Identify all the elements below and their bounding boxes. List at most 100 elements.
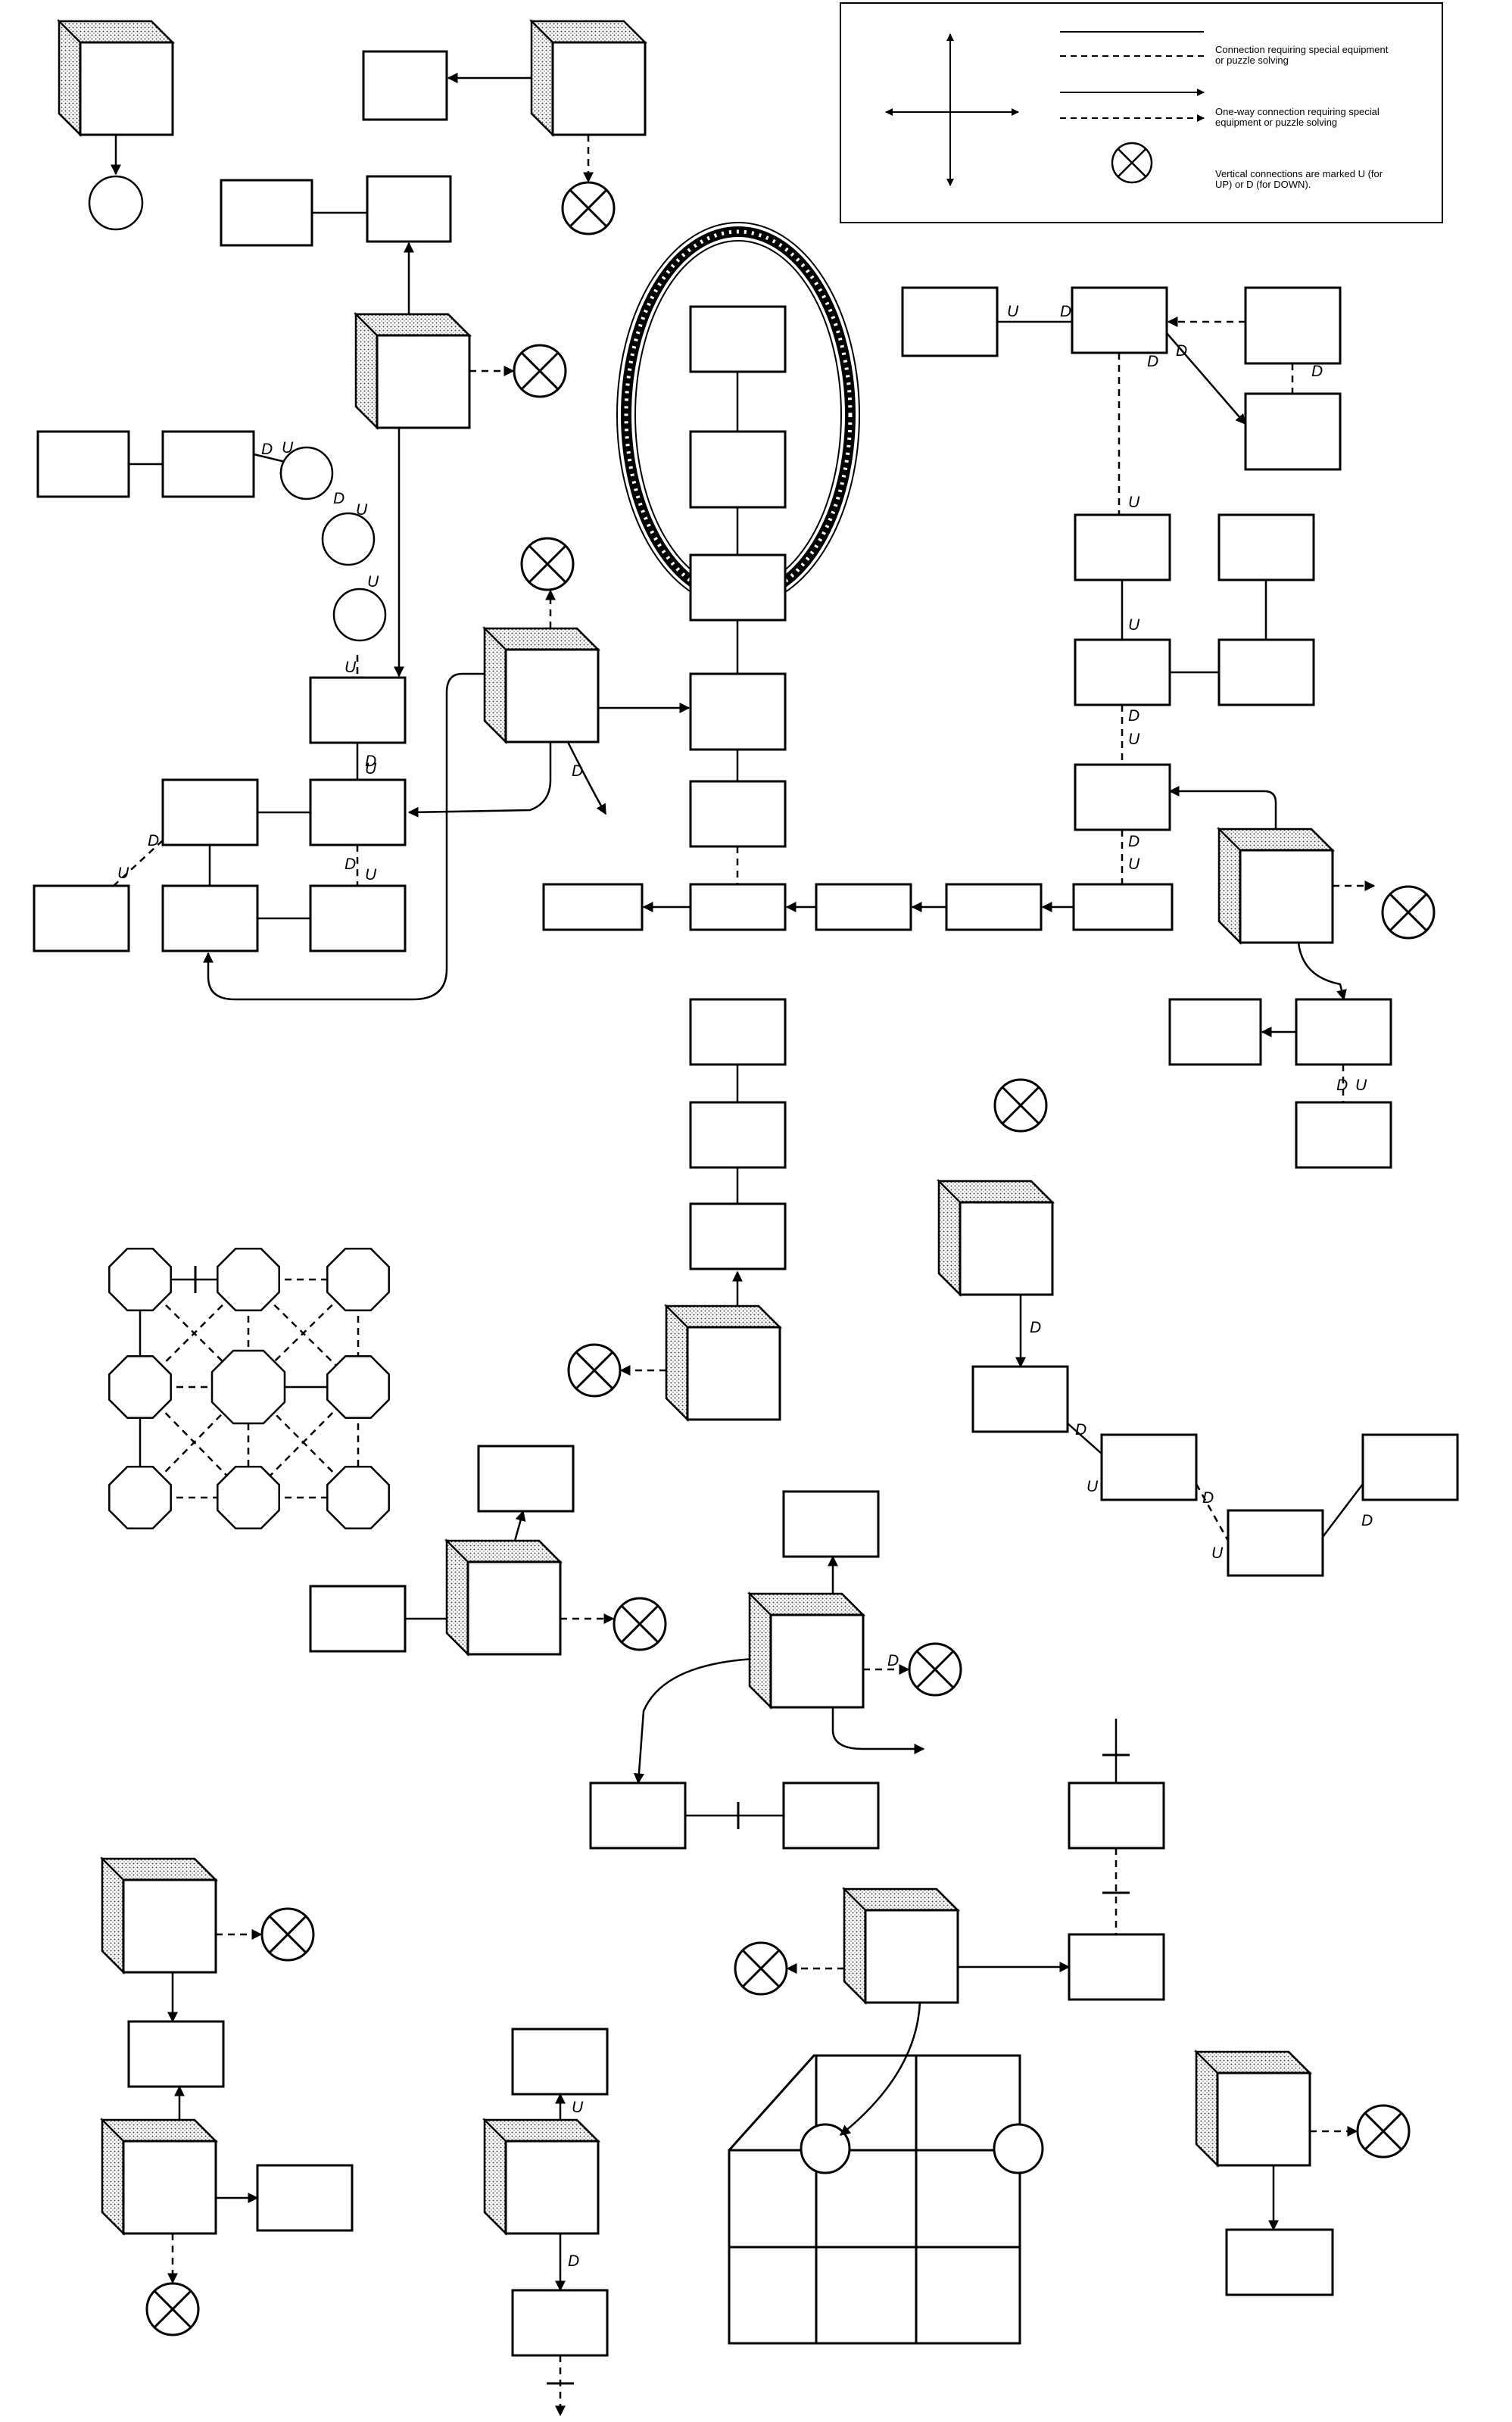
vertical-marker: U [1128,616,1140,634]
room-box [221,180,312,245]
vertical-marker: U [365,866,377,884]
magic-exit-icon [522,538,573,590]
vertical-marker: U [117,865,129,882]
vertical-marker: U [367,573,379,591]
room-box [691,1204,785,1269]
cube-face [80,42,173,135]
vertical-marker: U [1355,1077,1367,1094]
magic-exit-legend-icon [1112,143,1152,182]
room-box [479,1446,573,1511]
octagonal-room-center [212,1351,285,1423]
magic-exit-icon [262,1909,313,1960]
magic-exit-icon [614,1598,666,1650]
cube-side [532,21,553,135]
vertical-marker: U [282,439,294,457]
green-eyed-rock [801,2124,850,2173]
rooms [0,0,1457,2355]
room-box [691,884,785,930]
room-box [816,884,911,930]
vertical-marker: D [572,762,583,780]
unknown-exit [89,176,142,229]
cube-side [102,1859,123,1972]
octagonal-room-nw [109,1248,170,1310]
vertical-marker: D [1336,1077,1348,1094]
plain-outline [729,2056,1020,2343]
octagonal-room-w [109,1356,170,1417]
vertical-marker: D [1176,342,1187,360]
magic-exit-icon [569,1345,620,1396]
room-ruins-room-2 [0,0,607,2094]
vertical-marker: U [1211,1545,1224,1562]
cube-side [1219,829,1240,943]
cube-side [750,1594,771,1707]
room-box [129,2021,223,2087]
vertical-marker: U [1007,303,1019,320]
room-soft-room [0,0,216,1972]
room-box [38,432,129,497]
room-box [513,2290,607,2355]
room-box [973,1367,1068,1432]
room-box [691,999,785,1064]
magic-exit-icon [514,345,566,397]
room-box [1219,515,1314,580]
room-box [1075,765,1170,830]
cube-side [447,1541,468,1654]
connection [833,1707,924,1749]
vertical-marker: D [344,856,356,873]
vertical-marker: D [148,832,159,849]
cube-face [377,335,469,428]
room-box [1072,288,1167,353]
magic-exit-icon [1383,887,1434,938]
vertical-marker: D [1147,353,1158,370]
vertical-marker: U [365,760,377,778]
vertical-marker: U [572,2099,584,2116]
cube-face [123,2141,216,2233]
cube-side [59,21,80,135]
room-box [367,176,450,242]
cube-face [687,1327,780,1420]
room-box [1245,288,1340,363]
room-box [1069,1934,1164,2000]
cube-face [506,2141,598,2233]
octagonal-room-e [327,1356,388,1417]
room-box [1228,1510,1323,1576]
magic-exit-icon [995,1080,1046,1131]
room-box [691,432,785,507]
vertical-marker: D [1030,1319,1041,1336]
room-box [1245,394,1340,469]
room-box [363,51,447,120]
room-box [310,678,405,743]
room-guild-hall [0,0,785,1167]
magic-exit-icon [563,182,614,234]
octagonal-rooms [109,1248,388,1528]
room-air-room [0,0,863,1707]
room-box [1296,999,1391,1064]
room-box [1363,1435,1457,1500]
cube-side [102,2120,123,2233]
room-box [163,886,257,951]
cube-side [844,1889,865,2003]
vertical-marker: U [1128,731,1140,748]
room-box [310,1586,405,1651]
room-box [1227,2230,1333,2295]
connection [515,1511,523,1541]
boulder [323,513,374,565]
connection [1323,1484,1363,1537]
room-box [691,781,785,846]
room-box [784,1783,878,1848]
room-box [1075,640,1170,705]
vertical-marker: D [1128,707,1139,725]
cube-side [666,1306,687,1420]
vertical-marker: D [1075,1421,1086,1439]
room-box [163,432,254,497]
octagonal-room-ne [327,1248,388,1310]
room-dungeon-cell-2 [0,0,607,2355]
octagonal-room-sw [109,1467,170,1528]
room-box [1075,515,1170,580]
room-box [691,674,785,750]
vertical-marker: D [887,1652,899,1669]
room-box [1219,640,1314,705]
vertical-marker: U [1128,856,1140,873]
